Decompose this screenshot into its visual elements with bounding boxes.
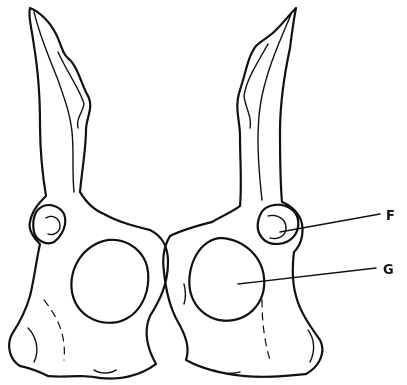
right-symphysis-tick (184, 284, 186, 304)
right-obturator-foramen (189, 238, 264, 321)
left-hip-bone (9, 8, 168, 378)
left-hip-bone-outline (9, 8, 168, 378)
left-acetabulum-inner (46, 216, 60, 234)
label-f: F (386, 209, 395, 224)
right-hip-bone (163, 8, 322, 377)
right-acetabulum-inner (268, 216, 286, 239)
left-lower-dashed-line (44, 300, 64, 360)
left-foot-cap (94, 370, 116, 373)
label-g-leader-line (238, 268, 376, 284)
right-lower-dashed-line (262, 300, 270, 360)
right-foot-edge (308, 330, 314, 362)
right-hip-bone-outline (163, 8, 322, 377)
label-g: G (383, 263, 394, 278)
left-foot-edge (28, 328, 37, 362)
label-f-leader-line (280, 214, 380, 232)
left-obturator-foramen (71, 240, 148, 323)
